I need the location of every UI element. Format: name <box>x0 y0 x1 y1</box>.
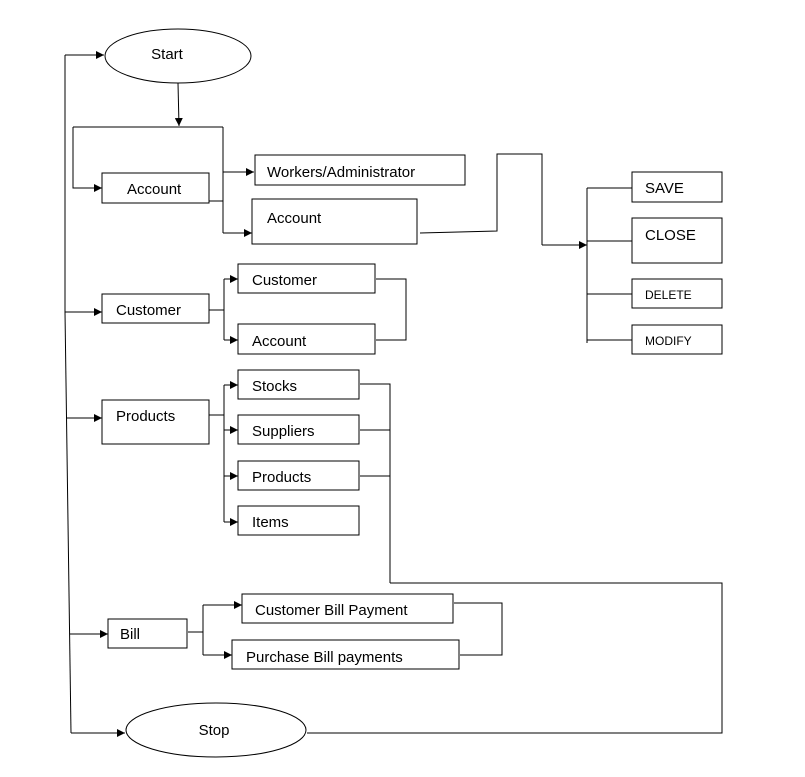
start-ellipse <box>104 28 252 84</box>
products-sub-node: Products <box>237 460 360 491</box>
customer-right-bracket <box>376 278 407 341</box>
delete-node: DELETE <box>631 278 723 309</box>
start-label: Start <box>151 46 184 63</box>
workers-administrator-label: Workers/Administrator <box>267 164 415 181</box>
customer-sub-node: Customer <box>237 263 376 294</box>
customer-node: Customer <box>101 293 210 324</box>
start-terminal: Start <box>104 28 252 84</box>
customer-sub-label: Customer <box>252 272 317 289</box>
stop-label: Stop <box>199 722 230 739</box>
customer-bill-payment-label: Customer Bill Payment <box>255 602 408 619</box>
close-node: CLOSE <box>631 217 723 264</box>
save-node: SAVE <box>631 171 723 203</box>
bill-right-bracket <box>454 602 503 656</box>
products-node: Products <box>101 399 210 445</box>
purchase-bill-payments-node: Purchase Bill payments <box>231 639 460 670</box>
products-sub-label: Products <box>252 469 311 486</box>
delete-label: DELETE <box>645 288 692 302</box>
stop-terminal: Stop <box>125 702 307 758</box>
account-to-actions-line <box>419 153 543 245</box>
purchase-bill-payments-label: Purchase Bill payments <box>246 649 403 666</box>
modify-node: MODIFY <box>631 324 723 355</box>
connectors <box>64 51 723 737</box>
return-to-stop-line <box>307 582 723 734</box>
account-label: Account <box>127 181 182 198</box>
account-sub-node: Account <box>251 198 418 245</box>
suppliers-label: Suppliers <box>252 423 315 440</box>
stop-spine-line <box>64 311 72 734</box>
customer-account-label: Account <box>252 333 307 350</box>
stop-ellipse <box>125 702 307 758</box>
items-label: Items <box>252 514 289 531</box>
account-loop-left <box>72 127 102 192</box>
close-label: CLOSE <box>645 227 696 244</box>
bill-node: Bill <box>107 618 188 649</box>
products-label: Products <box>116 408 175 425</box>
products-right-bracket <box>360 383 391 583</box>
stocks-node: Stocks <box>237 369 360 400</box>
customer-label: Customer <box>116 302 181 319</box>
account-sub-label: Account <box>267 210 322 227</box>
save-label: SAVE <box>645 180 684 197</box>
customer-account-node: Account <box>237 323 376 355</box>
modify-label: MODIFY <box>645 334 692 348</box>
arrow-start-down <box>174 82 183 127</box>
account-node: Account <box>101 172 210 204</box>
bill-label: Bill <box>120 626 140 643</box>
items-node: Items <box>237 505 360 536</box>
stocks-label: Stocks <box>252 378 297 395</box>
suppliers-node: Suppliers <box>237 414 360 445</box>
customer-bill-payment-node: Customer Bill Payment <box>241 593 454 624</box>
workers-administrator-node: Workers/Administrator <box>254 154 466 186</box>
